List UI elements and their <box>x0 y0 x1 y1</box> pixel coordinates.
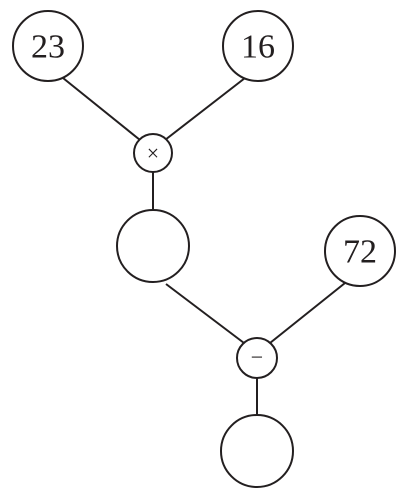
subtract-operator-node: − <box>236 337 278 379</box>
edge-product-to-subtract <box>165 283 245 344</box>
multiply-symbol: × <box>147 141 159 166</box>
node-circle <box>12 10 84 82</box>
operator-circle <box>133 133 173 173</box>
subtract-symbol: − <box>251 345 263 370</box>
node-value-16: 16 <box>241 29 275 66</box>
node-value-72: 72 <box>343 234 377 271</box>
node-circle <box>222 10 294 82</box>
edge-72-to-subtract <box>269 282 346 344</box>
operator-circle <box>236 337 278 379</box>
edge-23-to-multiply <box>62 77 141 141</box>
number-node-16: 16 <box>222 10 294 82</box>
multiply-operator-node: × <box>133 133 173 173</box>
edge-16-to-multiply <box>164 77 246 141</box>
empty-result-circle <box>220 414 294 488</box>
difference-result-node <box>220 414 294 488</box>
empty-result-circle <box>116 209 190 283</box>
node-circle <box>324 215 396 287</box>
number-node-72: 72 <box>324 215 396 287</box>
node-value-23: 23 <box>31 29 65 66</box>
number-node-23: 23 <box>12 10 84 82</box>
product-result-node <box>116 209 190 283</box>
